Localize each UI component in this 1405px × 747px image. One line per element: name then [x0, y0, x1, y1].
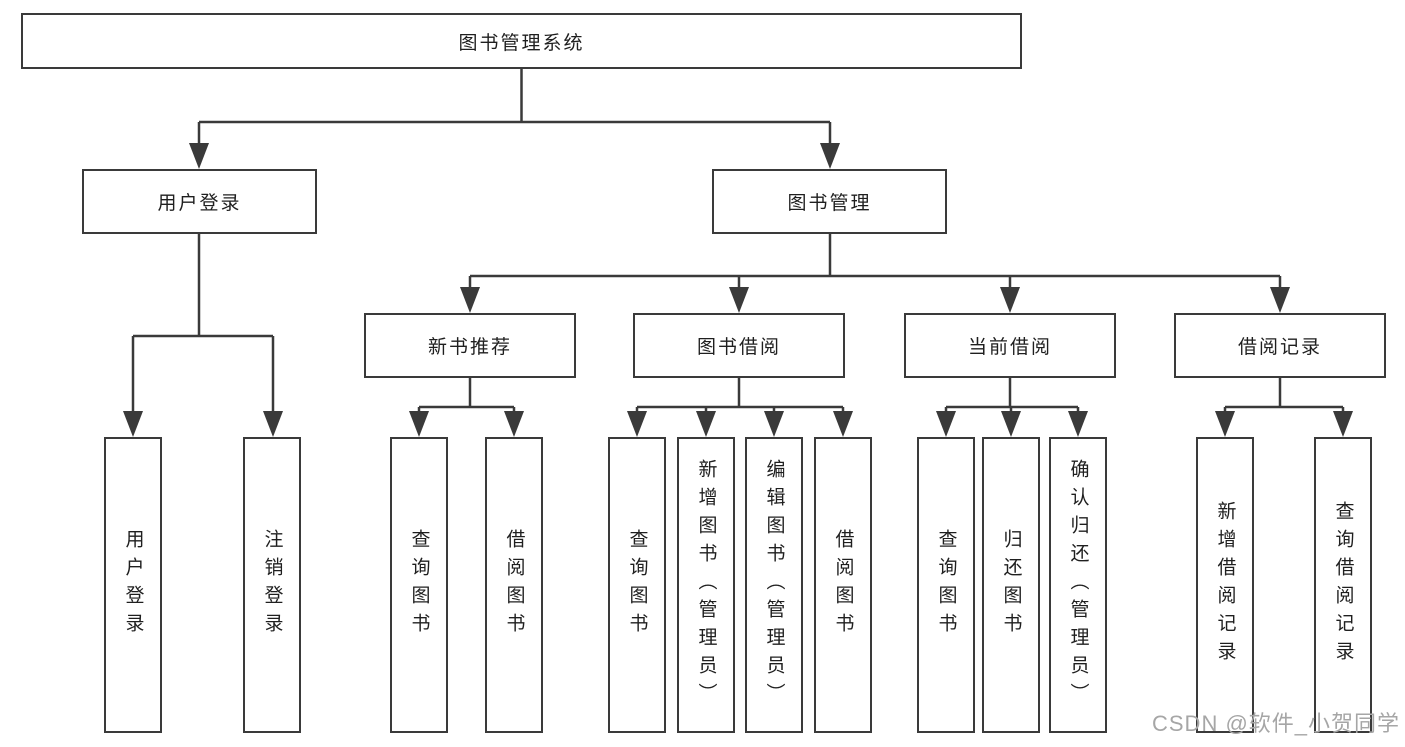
- node-label: 查询图书: [935, 529, 957, 641]
- node-label: 用户登录: [122, 529, 144, 641]
- leaf-borrow-books-recommend: 借阅图书: [485, 437, 543, 733]
- node-label: 借阅图书: [832, 529, 854, 641]
- node-user-login: 用户登录: [82, 169, 317, 234]
- connector-borrow-to-leaves: [627, 378, 853, 437]
- leaf-edit-book-admin: 编辑图书（管理员）: [745, 437, 803, 733]
- node-label: 查询借阅记录: [1332, 501, 1354, 669]
- leaf-confirm-return-admin: 确认归还（管理员）: [1049, 437, 1107, 733]
- node-library-management-system: 图书管理系统: [21, 13, 1022, 69]
- node-label: 查询图书: [408, 529, 430, 641]
- connector-login-to-leaves: [123, 234, 283, 437]
- leaf-add-book-admin: 新增图书（管理员）: [677, 437, 735, 733]
- leaf-user-login: 用户登录: [104, 437, 162, 733]
- node-label: 新书推荐: [427, 337, 512, 358]
- leaf-query-borrow-record: 查询借阅记录: [1314, 437, 1372, 733]
- connector-recommend-to-leaves: [409, 378, 524, 437]
- csdn-watermark: CSDN @软件_小贺同学: [1152, 711, 1401, 736]
- leaf-logout: 注销登录: [243, 437, 301, 733]
- leaf-borrow-books: 借阅图书: [814, 437, 872, 733]
- node-new-book-recommend: 新书推荐: [364, 313, 576, 378]
- connector-root-to-level2: [189, 69, 840, 169]
- connector-records-to-leaves: [1215, 378, 1353, 437]
- node-book-borrow: 图书借阅: [633, 313, 845, 378]
- connector-current-to-leaves: [936, 378, 1088, 437]
- node-current-borrow: 当前借阅: [904, 313, 1116, 378]
- leaf-return-book: 归还图书: [982, 437, 1040, 733]
- node-borrow-records: 借阅记录: [1174, 313, 1386, 378]
- leaf-query-books-current: 查询图书: [917, 437, 975, 733]
- connector-mgmt-to-level3: [460, 234, 1290, 313]
- node-label: 图书管理: [787, 193, 872, 214]
- node-label: 图书借阅: [696, 337, 781, 358]
- node-label: 用户登录: [157, 193, 242, 214]
- node-label: 当前借阅: [967, 337, 1052, 358]
- node-label: 借阅图书: [503, 529, 525, 641]
- node-label: 新增借阅记录: [1214, 501, 1236, 669]
- leaf-query-books-borrow: 查询图书: [608, 437, 666, 733]
- node-book-management: 图书管理: [712, 169, 947, 234]
- leaf-query-books-recommend: 查询图书: [390, 437, 448, 733]
- node-label: 借阅记录: [1237, 337, 1322, 358]
- node-label: 新增图书（管理员）: [695, 459, 717, 711]
- node-label: 归还图书: [1000, 529, 1022, 641]
- leaf-add-borrow-record: 新增借阅记录: [1196, 437, 1254, 733]
- node-label: 确认归还（管理员）: [1067, 459, 1089, 711]
- node-label: 查询图书: [626, 529, 648, 641]
- node-label: 图书管理系统: [458, 32, 585, 54]
- node-label: 注销登录: [261, 529, 283, 641]
- node-label: 编辑图书（管理员）: [763, 459, 785, 711]
